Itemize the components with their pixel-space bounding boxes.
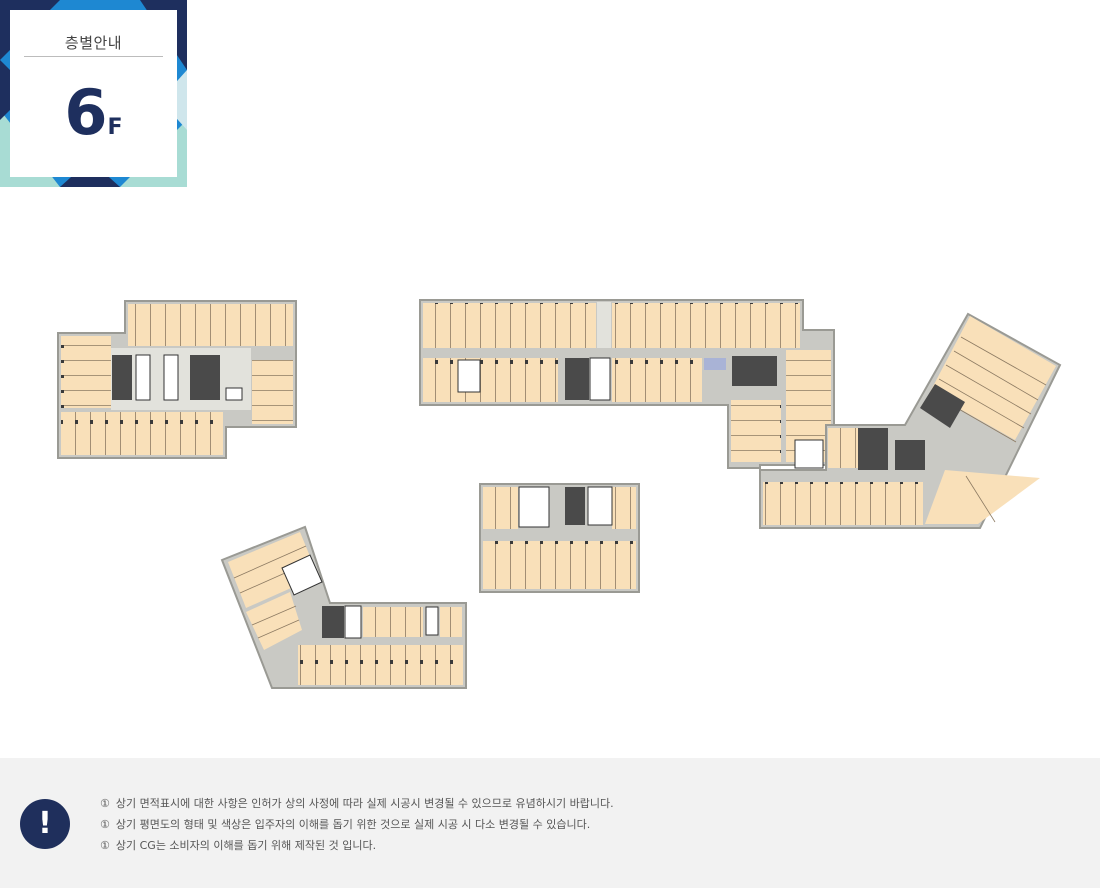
floor-guide-title: 층별안내 [64,34,123,52]
floor-plan-drawing [57,299,1062,689]
notice-mark: ① [100,839,110,852]
notice-item: ① 상기 면적표시에 대한 사항은 인허가 상의 사정에 따라 실제 시공시 변경… [100,793,614,814]
notice-text: 상기 평면도의 형태 및 색상은 입주자의 이해를 돕기 위한 것으로 실제 시… [115,818,591,831]
floor-badge: 층별안내 6F [0,0,187,187]
notice-panel: ! ① 상기 면적표시에 대한 사항은 인허가 상의 사정에 따라 실제 시공시 … [0,758,1100,888]
notice-text: 상기 면적표시에 대한 사항은 인허가 상의 사정에 따라 실제 시공시 변경될… [115,797,614,810]
building-a [57,300,297,459]
notice-text: 상기 CG는 소비자의 이해를 돕기 위해 제작된 것 입니다. [115,839,377,852]
building-c [759,312,1062,529]
notice-item: ① 상기 평면도의 형태 및 색상은 입주자의 이해를 돕기 위한 것으로 실제 … [100,814,614,835]
building-b [419,299,835,469]
floor-unit: F [107,115,123,140]
notice-mark: ① [100,818,110,831]
floor-label: 6F [10,78,177,148]
badge-card: 층별안내 6F [10,10,177,177]
badge-divider [24,56,163,57]
building-d [479,483,640,593]
notice-item: ① 상기 CG는 소비자의 이해를 돕기 위해 제작된 것 입니다. [100,835,614,856]
building-e [220,525,467,689]
floor-plan [0,200,1100,750]
exclamation-icon: ! [20,799,70,849]
notice-mark: ① [100,797,110,810]
floor-number: 6 [64,76,107,149]
notice-list: ① 상기 면적표시에 대한 사항은 인허가 상의 사정에 따라 실제 시공시 변경… [100,793,614,856]
